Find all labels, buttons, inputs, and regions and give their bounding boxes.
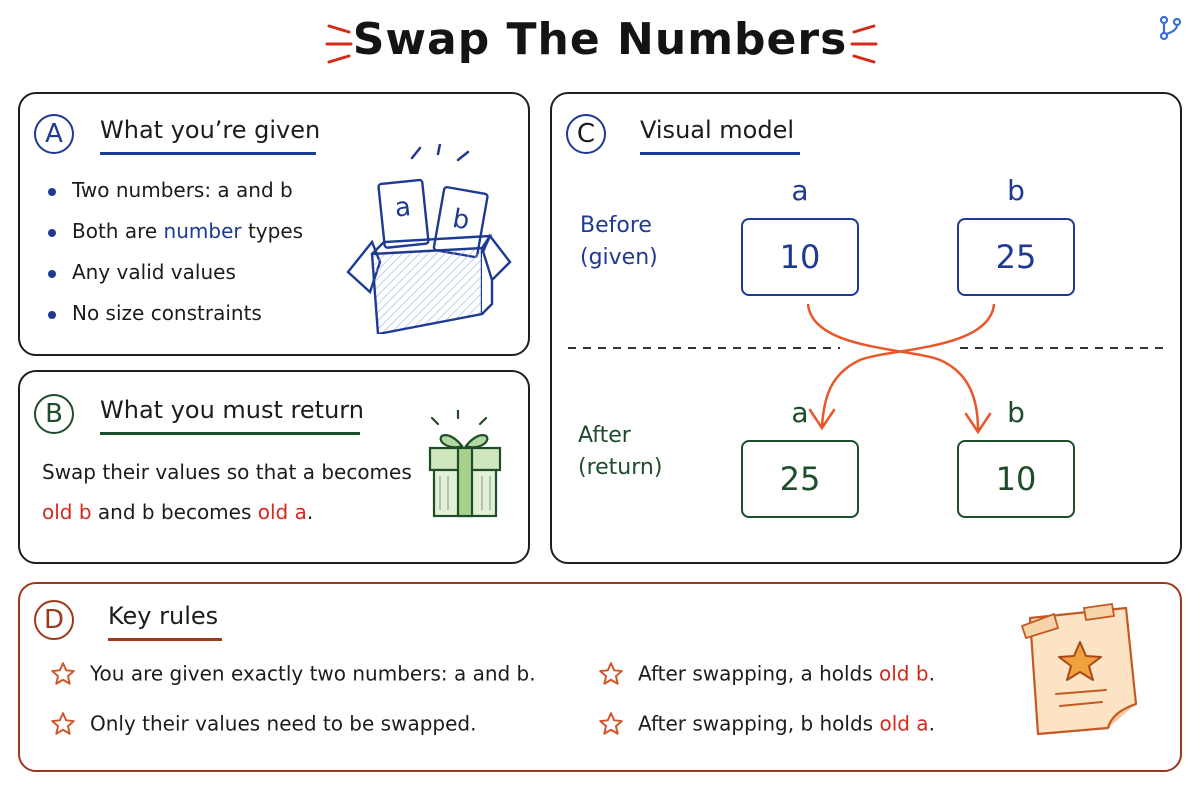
before-a-name: a <box>791 174 809 207</box>
number-keyword: number <box>163 219 242 243</box>
arrow-head <box>808 408 835 430</box>
panel-visual-model: C Visual model Before (given) a b 10 25 … <box>550 92 1182 564</box>
star-outline-icon <box>51 661 75 685</box>
svg-text:a: a <box>393 192 412 224</box>
before-b-box: 25 <box>957 218 1075 296</box>
svg-text:b: b <box>450 204 471 236</box>
list-item: Both are number types <box>46 219 303 260</box>
title-left-accent-icon <box>325 24 353 64</box>
after-label: After (return) <box>578 423 663 480</box>
list-item: No size constraints <box>46 301 303 342</box>
before-label: Before (given) <box>580 213 658 270</box>
after-b-name: b <box>1007 396 1025 429</box>
git-branch-icon[interactable] <box>1156 14 1184 42</box>
old-a-keyword: old a <box>257 500 307 524</box>
title-right-accent-icon <box>850 24 878 64</box>
old-b-keyword: old b <box>879 661 929 686</box>
panel-given: A What you’re given Two numbers: a and b… <box>18 92 530 356</box>
badge-b: B <box>34 394 74 434</box>
arrow-head <box>964 412 991 434</box>
return-description: Swap their values so that a becomes old … <box>42 460 412 524</box>
star-outline-icon <box>599 661 623 685</box>
sticky-note-star-icon <box>1020 602 1138 736</box>
given-list: Two numbers: a and b Both are number typ… <box>46 178 303 342</box>
list-item: Two numbers: a and b <box>46 178 303 219</box>
badge-d: D <box>34 600 74 640</box>
heading-given: What you’re given <box>100 116 321 144</box>
gift-icon <box>428 410 502 518</box>
star-outline-icon <box>599 711 623 735</box>
heading-underline <box>108 638 222 641</box>
heading-key-rules: Key rules <box>108 602 219 630</box>
panel-key-rules: D Key rules You are given exactly two nu… <box>18 582 1182 772</box>
swap-arrows <box>567 303 1170 434</box>
rule-item: You are given exactly two numbers: a and… <box>50 660 536 687</box>
old-b-keyword: old b <box>42 500 92 524</box>
before-b-name: b <box>1007 174 1025 207</box>
star-outline-icon <box>51 711 75 735</box>
open-box-icon: a b <box>346 144 512 334</box>
list-item: Any valid values <box>46 260 303 301</box>
page-title: Swap The Numbers <box>352 14 848 65</box>
badge-c: C <box>566 114 606 154</box>
badge-a: A <box>34 114 74 154</box>
heading-visual-model: Visual model <box>640 116 795 144</box>
after-a-box: 25 <box>741 440 859 518</box>
heading-underline <box>100 432 360 435</box>
rule-item: After swapping, a holds old b. <box>598 660 935 687</box>
arrow-b-to-a <box>820 303 995 426</box>
heading-return: What you must return <box>100 396 364 424</box>
heading-underline <box>100 152 316 155</box>
arrow-a-to-b <box>806 303 979 430</box>
after-b-box: 10 <box>957 440 1075 518</box>
rule-item: Only their values need to be swapped. <box>50 710 476 737</box>
rule-item: After swapping, b holds old a. <box>598 710 935 737</box>
after-a-name: a <box>791 396 809 429</box>
heading-underline <box>640 152 800 155</box>
panel-return: B What you must return Swap their values… <box>18 370 530 564</box>
old-a-keyword: old a <box>879 711 929 736</box>
before-a-box: 10 <box>741 218 859 296</box>
